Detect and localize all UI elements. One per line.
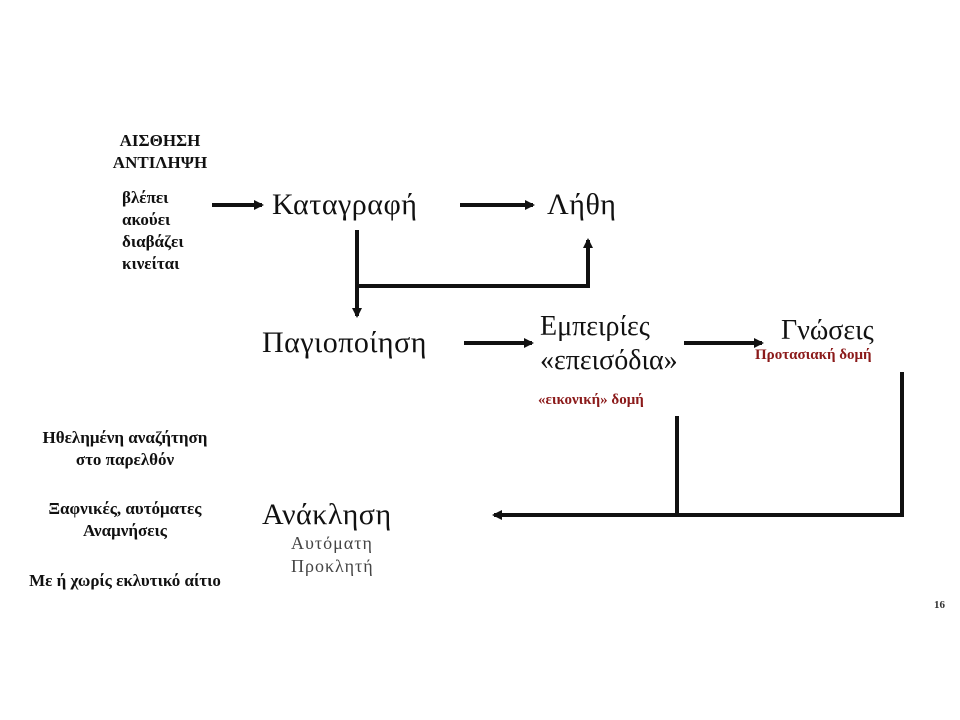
verb-item: κινείται xyxy=(122,254,180,273)
node-recall: Ανάκληση xyxy=(262,498,392,531)
node-experiences: Εμπειρίες «επεισόδια» xyxy=(540,310,678,378)
verb-item: ακούει xyxy=(122,210,171,229)
verb-item: διαβάζει xyxy=(122,232,184,251)
recall-type-provoked: Προκλητή xyxy=(291,556,374,576)
recall-source-sudden: Ξαφνικές, αυτόματες Αναμνήσεις xyxy=(15,498,235,542)
page-number: 16 xyxy=(934,599,945,611)
knowledge-structure: Προτασιακή δομή xyxy=(755,347,872,363)
recall-source-sudden-line2: Αναμνήσεις xyxy=(83,521,167,540)
verb-item: βλέπει xyxy=(122,188,169,207)
recall-type-automatic: Αυτόματη xyxy=(291,533,373,553)
recall-source-trigger: Με ή χωρίς εκλυτικό αίτιο xyxy=(29,571,221,590)
arrow-knowledge-to-recall xyxy=(492,372,904,520)
experiences-structure: «εικονική» δομή xyxy=(538,392,644,408)
node-recording: Καταγραφή xyxy=(272,188,418,221)
recall-types: Αυτόματη Προκλητή xyxy=(291,532,374,578)
recall-source-sudden-line1: Ξαφνικές, αυτόματες xyxy=(48,499,202,518)
experiences-line1: Εμπειρίες xyxy=(540,311,650,342)
recall-source-voluntary: Ηθελημένη αναζήτηση στο παρελθόν xyxy=(15,427,235,471)
senses-title: ΑΙΣΘΗΣΗ ΑΝΤΙΛΗΨΗ xyxy=(95,130,225,174)
recall-source-voluntary-line2: στο παρελθόν xyxy=(75,450,175,469)
node-forgetting: Λήθη xyxy=(547,188,617,221)
senses-title-line1: ΑΙΣΘΗΣΗ xyxy=(119,131,201,150)
experiences-line2: «επεισόδια» xyxy=(540,345,678,376)
senses-title-line2: ΑΝΤΙΛΗΨΗ xyxy=(112,153,208,172)
recall-source-voluntary-line1: Ηθελημένη αναζήτηση xyxy=(42,428,208,447)
arrow-branch-to-forgetting xyxy=(357,238,593,288)
senses-verbs: βλέπει ακούει διαβάζει κινείται xyxy=(122,187,184,275)
node-knowledge: Γνώσεις xyxy=(781,315,874,346)
node-consolidation: Παγιοποίηση xyxy=(262,326,427,359)
